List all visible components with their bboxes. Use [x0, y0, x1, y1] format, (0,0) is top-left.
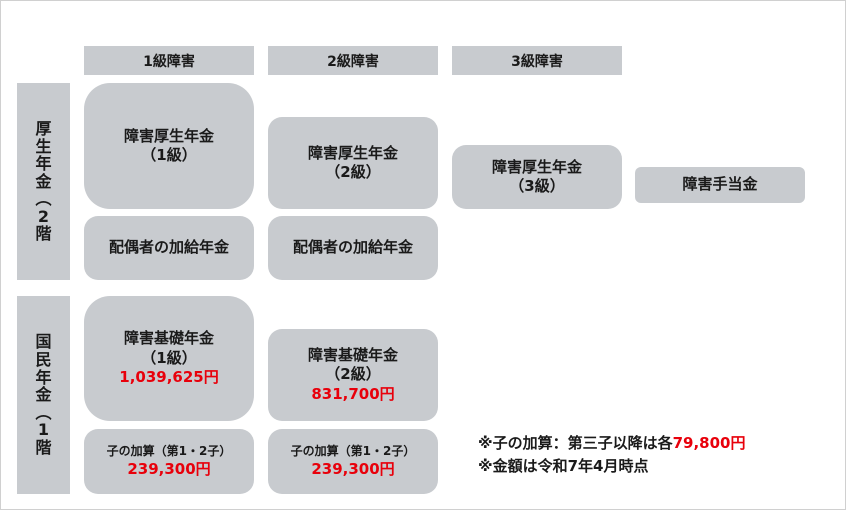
box-spouse-addition-2: 配偶者の加給年金: [268, 216, 438, 280]
box-child-addition-2: 子の加算（第1・2子） 239,300円: [268, 429, 438, 494]
box-shogai-teatekin: 障害手当金: [635, 167, 805, 203]
amount-kiso-1: 1,039,625円: [119, 368, 219, 387]
box-shogai-kosei-1: 障害厚生年金 （1級）: [84, 83, 254, 209]
box-shogai-kiso-2: 障害基礎年金 （2級） 831,700円: [268, 329, 438, 421]
box-shogai-kosei-3: 障害厚生年金 （3級）: [452, 145, 622, 209]
side-label-kosei-nenkin: 厚 生 年 金 ︵ 2 階: [17, 83, 70, 280]
box-spouse-addition-1: 配偶者の加給年金: [84, 216, 254, 280]
box-shogai-kosei-2: 障害厚生年金 （2級）: [268, 117, 438, 209]
header-grade-2: 2級障害: [268, 46, 438, 75]
side-label-kokumin-nenkin: 国 民 年 金 ︵ 1 階: [17, 296, 70, 494]
box-child-addition-1: 子の加算（第1・2子） 239,300円: [84, 429, 254, 494]
header-grade-1: 1級障害: [84, 46, 254, 75]
note-as-of-date: ※金額は令和7年4月時点: [478, 457, 649, 475]
amount-child-2: 239,300円: [311, 459, 395, 478]
note-child-third: ※子の加算：第三子以降は各79,800円: [478, 434, 746, 452]
amount-child-1: 239,300円: [127, 459, 211, 478]
header-grade-3: 3級障害: [452, 46, 622, 75]
box-shogai-kiso-1: 障害基礎年金 （1級） 1,039,625円: [84, 296, 254, 421]
amount-kiso-2: 831,700円: [311, 384, 395, 403]
